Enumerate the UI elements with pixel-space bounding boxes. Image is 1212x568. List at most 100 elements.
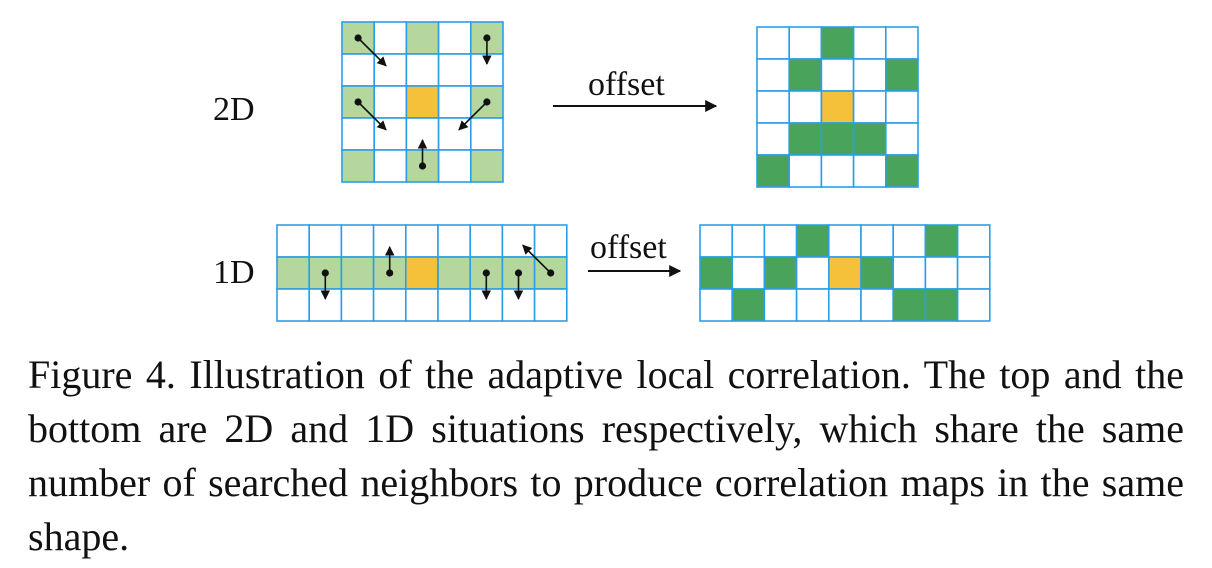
grid-cell-empty bbox=[884, 122, 919, 156]
grid-cell-empty bbox=[820, 154, 855, 188]
grid-cell-searched bbox=[437, 256, 472, 290]
search-arrow bbox=[458, 101, 488, 131]
grid-1d-after bbox=[699, 224, 991, 322]
search-arrow bbox=[357, 101, 387, 131]
grid-cell-empty bbox=[373, 149, 408, 183]
grid-1d-before bbox=[276, 224, 568, 322]
grid-cell-empty bbox=[404, 288, 439, 322]
grid-cell-empty bbox=[276, 224, 311, 258]
grid-cell-empty bbox=[341, 117, 376, 151]
grid-cell-empty bbox=[437, 85, 472, 119]
anchor-dot bbox=[483, 98, 491, 106]
grid-cell-result bbox=[892, 288, 927, 322]
grid-cell-empty bbox=[756, 26, 791, 60]
grid-cell-empty bbox=[405, 53, 440, 87]
grid-cell-result bbox=[860, 256, 895, 290]
grid-cell-empty bbox=[860, 224, 895, 258]
grid-cell-empty bbox=[756, 58, 791, 92]
grid-cell-result bbox=[763, 256, 798, 290]
grid-cell-empty bbox=[731, 256, 766, 290]
diagram-canvas: 2D 1D offset offset bbox=[213, 21, 991, 322]
grid-cell-result bbox=[924, 224, 959, 258]
figure-diagram: 2D 1D offset offset bbox=[213, 21, 991, 322]
anchor-dot bbox=[418, 162, 427, 170]
offset-label-1d: offset bbox=[590, 229, 667, 266]
grid-cell-empty bbox=[892, 224, 927, 258]
search-arrow bbox=[357, 37, 387, 67]
grid-cell-empty bbox=[340, 224, 375, 258]
grid-cell-empty bbox=[437, 288, 472, 322]
grid-cell-empty bbox=[892, 256, 927, 290]
grid-cell-result bbox=[820, 122, 855, 156]
row-label-2d: 2D bbox=[213, 91, 255, 128]
grid-cell-empty bbox=[763, 224, 798, 258]
grid-cell-empty bbox=[731, 224, 766, 258]
grid-cell-empty bbox=[276, 288, 311, 322]
grid-cell-center bbox=[827, 256, 862, 290]
grid-cell-empty bbox=[788, 90, 823, 124]
search-arrow bbox=[522, 244, 552, 274]
grid-cell-center bbox=[820, 90, 855, 124]
grid-cell-result bbox=[884, 58, 919, 92]
grid-cell-empty bbox=[533, 288, 568, 322]
grid-cell-empty bbox=[437, 21, 472, 55]
figure-caption: Figure 4. Illustration of the adaptive l… bbox=[28, 352, 1184, 559]
grid-cell-empty bbox=[884, 90, 919, 124]
grid-cell-empty bbox=[340, 288, 375, 322]
anchor-dot bbox=[547, 269, 555, 277]
grid-cell-empty bbox=[469, 53, 504, 87]
grid-cell-center bbox=[404, 256, 439, 290]
grid-cell-empty bbox=[852, 58, 887, 92]
grid-cell-empty bbox=[820, 58, 855, 92]
anchor-dot bbox=[354, 34, 362, 42]
grid-cell-empty bbox=[437, 53, 472, 87]
grid-cell-result bbox=[699, 256, 734, 290]
grid-cell-empty bbox=[373, 85, 408, 119]
grid-cell-result bbox=[924, 288, 959, 322]
anchor-dot bbox=[514, 269, 523, 277]
grid-cell-empty bbox=[763, 288, 798, 322]
grid-cell-result bbox=[820, 26, 855, 60]
grid-cell-result bbox=[852, 122, 887, 156]
grid-cell-empty bbox=[852, 26, 887, 60]
offset-label-2d: offset bbox=[588, 66, 665, 103]
grid-2d-before bbox=[341, 21, 504, 183]
grid-cell-empty bbox=[372, 288, 407, 322]
grid-cell-empty bbox=[827, 288, 862, 322]
grid-cell-empty bbox=[341, 53, 376, 87]
grid-cell-result bbox=[756, 154, 791, 188]
grid-2d-after bbox=[756, 26, 919, 188]
anchor-dot bbox=[321, 269, 329, 277]
grid-cell-empty bbox=[956, 224, 991, 258]
anchor-dot bbox=[482, 269, 490, 277]
grid-cell-empty bbox=[437, 149, 472, 183]
grid-cell-empty bbox=[788, 154, 823, 188]
grid-cell-empty bbox=[852, 90, 887, 124]
grid-cell-empty bbox=[756, 90, 791, 124]
grid-cell-searched bbox=[341, 149, 376, 183]
grid-cell-searched bbox=[405, 21, 440, 55]
grid-cell-searched bbox=[276, 256, 311, 290]
grid-cell-result bbox=[788, 122, 823, 156]
grid-cell-empty bbox=[827, 224, 862, 258]
grid-cell-empty bbox=[699, 288, 734, 322]
grid-cell-result bbox=[795, 224, 830, 258]
anchor-dot bbox=[386, 269, 394, 277]
grid-cell-empty bbox=[437, 224, 472, 258]
grid-cell-empty bbox=[884, 26, 919, 60]
grid-cell-empty bbox=[956, 256, 991, 290]
grid-cell-searched bbox=[469, 149, 504, 183]
grid-cell-empty bbox=[788, 26, 823, 60]
grid-cell-empty bbox=[756, 122, 791, 156]
grid-cell-searched bbox=[340, 256, 375, 290]
grid-cell-empty bbox=[956, 288, 991, 322]
grid-cell-empty bbox=[533, 224, 568, 258]
grid-cell-empty bbox=[795, 288, 830, 322]
grid-cell-empty bbox=[469, 117, 504, 151]
anchor-dot bbox=[483, 34, 491, 42]
grid-cell-empty bbox=[860, 288, 895, 322]
grid-cell-empty bbox=[469, 224, 504, 258]
grid-cell-empty bbox=[924, 256, 959, 290]
grid-cell-empty bbox=[308, 224, 343, 258]
grid-cell-empty bbox=[852, 154, 887, 188]
